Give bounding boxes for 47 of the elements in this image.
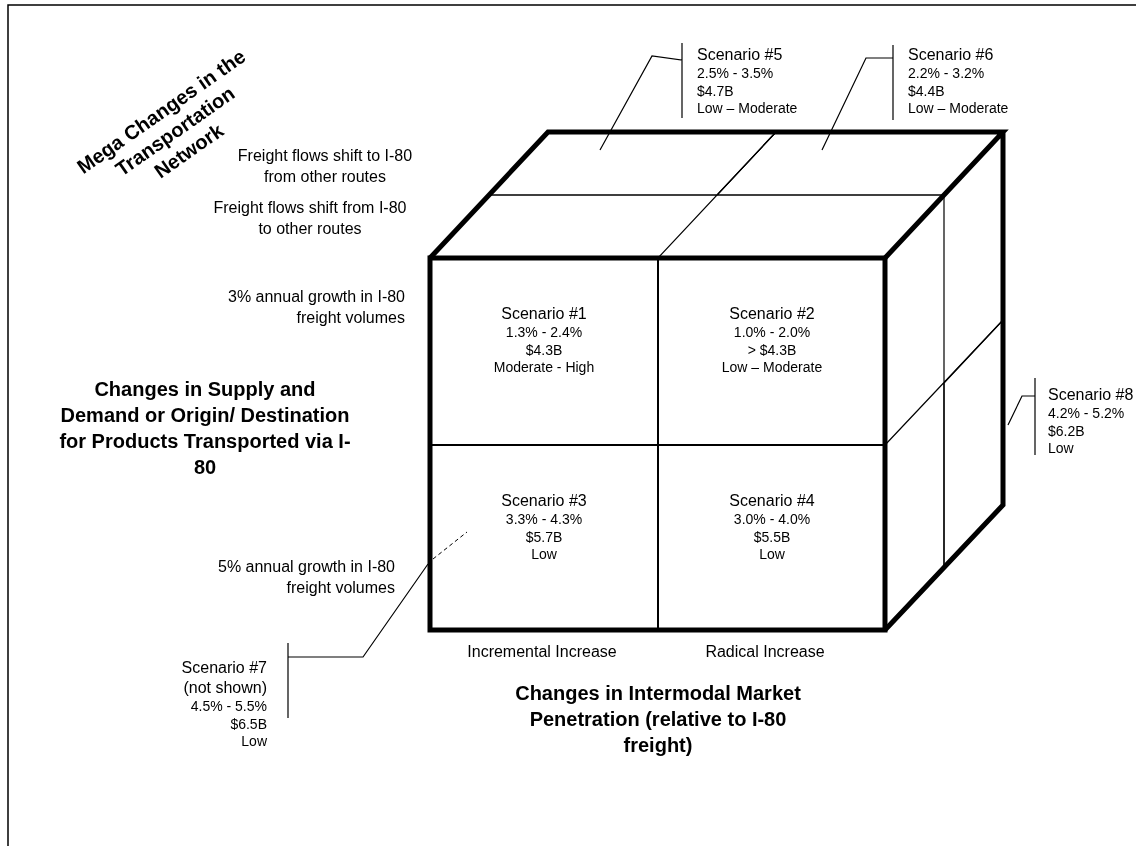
- cost-value: $4.4B: [908, 82, 945, 100]
- growth-range: 4.5% - 5.5%: [190, 698, 267, 716]
- scenario-heading: Scenario #4: [729, 491, 815, 511]
- rating-text: Low: [1048, 440, 1074, 458]
- rating-text: Low – Moderate: [697, 100, 798, 118]
- cost-value: $5.7B: [525, 528, 563, 546]
- growth-range: 3.0% - 4.0%: [733, 511, 811, 529]
- axis-label: Incremental Increase: [467, 642, 617, 662]
- growth-range: 2.5% - 3.5%: [697, 65, 774, 83]
- scenario-heading: Scenario #1: [501, 304, 587, 324]
- growth-range: 3.3% - 4.3%: [505, 511, 583, 529]
- row-label: Freight flows shift to I-80 from other routes: [236, 146, 414, 187]
- scenario-cell: [430, 258, 658, 445]
- cost-value: $6.2B: [1048, 422, 1085, 440]
- cost-value: $6.5B: [230, 715, 267, 733]
- axis-label: Radical Increase: [705, 642, 825, 662]
- growth-range: 4.2% - 5.2%: [1048, 405, 1125, 423]
- rating-text: Low – Moderate: [908, 100, 1009, 118]
- growth-range: 2.2% - 3.2%: [908, 65, 985, 83]
- rating-text: Moderate - High: [493, 359, 595, 377]
- note-text: (not shown): [183, 678, 267, 698]
- leader-line: [599, 42, 683, 151]
- rating-text: Low: [241, 733, 267, 751]
- growth-range: 1.3% - 2.4%: [505, 324, 583, 342]
- row-label: Freight flows shift from I-80 to other routes: [212, 198, 408, 239]
- scenario-heading: Scenario #5: [697, 45, 783, 65]
- row-label: 3% annual growth in I-80 freight volumes: [227, 287, 405, 328]
- cost-value: $4.3B: [525, 341, 563, 359]
- scenario-heading: Scenario #7: [181, 658, 267, 678]
- rating-text: Low – Moderate: [721, 359, 823, 377]
- cost-value: > $4.3B: [747, 341, 797, 359]
- row-label: 5% annual growth in I-80 freight volumes: [217, 557, 395, 598]
- growth-range: 1.0% - 2.0%: [733, 324, 811, 342]
- leader-line: [821, 44, 894, 151]
- rating-text: Low: [759, 546, 785, 564]
- axis-title: Changes in Intermodal Market Penetration (relative to I-80 freight): [514, 681, 802, 758]
- scenario-cell: [658, 258, 886, 445]
- leader-line: [287, 563, 429, 719]
- leader-line: [1007, 377, 1036, 456]
- rating-text: Low: [531, 546, 557, 564]
- scenario-heading: Scenario #8: [1048, 385, 1134, 405]
- scenario-heading: Scenario #3: [501, 491, 587, 511]
- axis-title: Changes in Supply and Demand or Origin/ Destination for Products Transported via I-80: [58, 377, 352, 480]
- cost-value: $5.5B: [753, 528, 791, 546]
- scenario-heading: Scenario #2: [729, 304, 815, 324]
- scenario-heading: Scenario #6: [908, 45, 994, 65]
- cost-value: $4.7B: [697, 82, 734, 100]
